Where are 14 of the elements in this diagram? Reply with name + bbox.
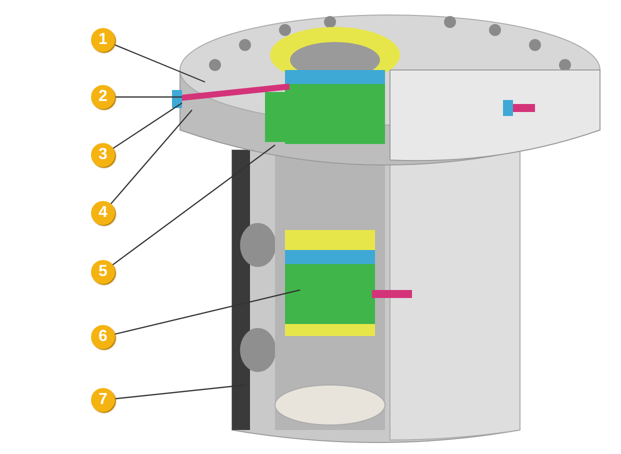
leader-line: [115, 96, 182, 98]
callout-number: 4: [91, 201, 115, 225]
leader-line: [114, 44, 206, 83]
callout-number: 1: [91, 28, 115, 52]
callout-number: 7: [91, 388, 115, 412]
callout-number: 6: [91, 325, 115, 349]
leader-line: [114, 384, 246, 400]
leader-line: [112, 144, 276, 266]
leader-line: [110, 110, 192, 204]
callout-number: 2: [91, 85, 115, 109]
callout-number: 3: [91, 143, 115, 167]
leader-line: [112, 102, 182, 149]
callout-number: 5: [91, 260, 115, 284]
leader-line: [114, 289, 300, 335]
